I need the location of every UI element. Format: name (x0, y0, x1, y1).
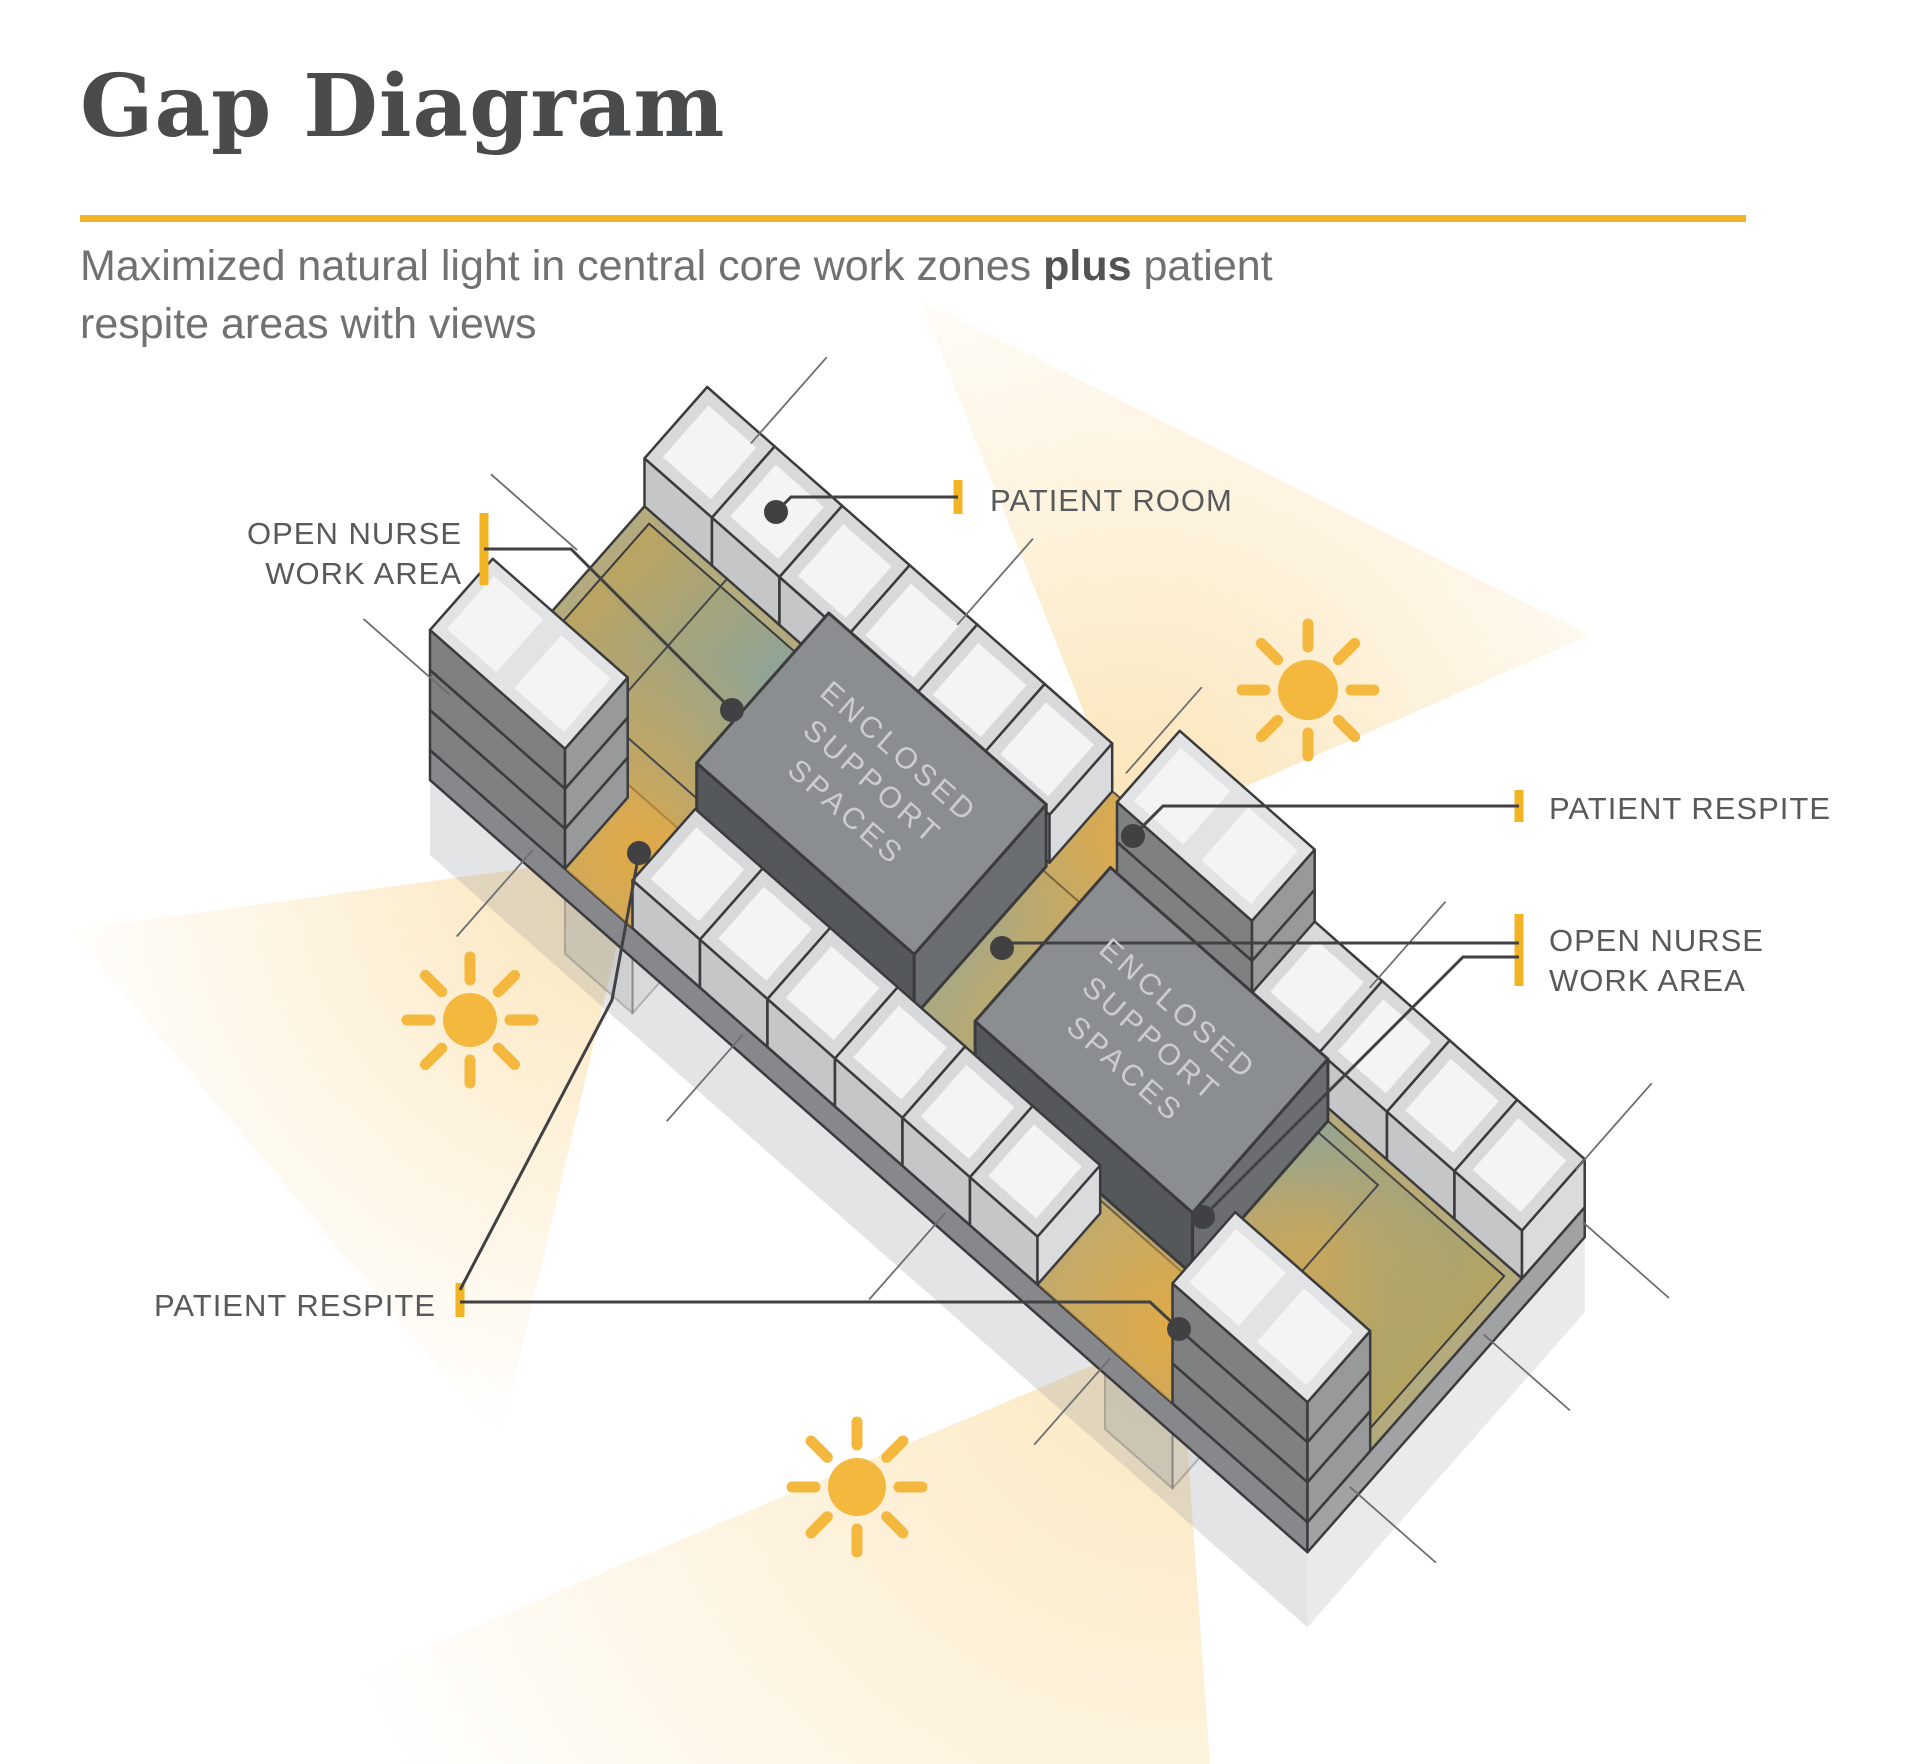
sun-icon (1278, 660, 1338, 720)
patient-room-floor (853, 1005, 947, 1100)
context-line (1349, 1486, 1437, 1564)
context-line (750, 356, 828, 445)
sun-ray (805, 1435, 833, 1463)
context-line (1125, 686, 1203, 775)
patient-room-floor (865, 583, 959, 678)
sunlight-beam (150, 1329, 1210, 1764)
leader-line (458, 852, 641, 1291)
patient-room-floor (1337, 999, 1432, 1094)
patient-room-floor (988, 1124, 1082, 1219)
tower-room-floor (514, 635, 611, 732)
context-line (1033, 1357, 1111, 1446)
sun-ray (1332, 714, 1361, 743)
patient-room-floor (650, 827, 745, 922)
tower-room-floor (446, 575, 544, 673)
leader-dot (720, 698, 744, 722)
context-line (362, 618, 451, 696)
context-line (456, 849, 534, 938)
context-line (956, 538, 1034, 626)
sunlight-beam (920, 300, 1590, 836)
sun-ray (1255, 637, 1284, 666)
patient-room-floor (1000, 702, 1094, 797)
leader-line (460, 1300, 1181, 1331)
sun-ray (805, 1511, 833, 1539)
sun-ray (1255, 714, 1284, 743)
sun-ray (492, 969, 521, 998)
sun-ray (419, 1042, 448, 1071)
sun-icon (828, 1458, 886, 1516)
patient-room-floor (1270, 939, 1364, 1034)
patient-room-floor (662, 405, 757, 500)
leader-line (484, 547, 734, 712)
leader-dot (1121, 824, 1145, 848)
sun-ray (881, 1435, 909, 1463)
sun-ray (419, 969, 448, 998)
leader-line (1131, 804, 1519, 838)
context-line (1368, 901, 1447, 989)
context-line (1582, 1221, 1670, 1299)
leader-dot (764, 500, 788, 524)
patient-room-floor (1405, 1058, 1499, 1153)
tower-room-floor (1256, 1288, 1354, 1386)
leader-dot (990, 936, 1014, 960)
leader-line (1201, 955, 1519, 1219)
patient-room-floor (718, 886, 812, 981)
sun-ray (881, 1511, 909, 1539)
enclosed-support-box-top-face (695, 611, 1048, 956)
tower-room-floor (1133, 747, 1231, 845)
patient-room-floor (785, 946, 880, 1041)
sun-ray (492, 1042, 521, 1071)
leader-dot (627, 841, 651, 865)
patient-room-floor (1472, 1118, 1567, 1213)
context-line (1483, 1333, 1571, 1412)
enclosed-support-box-top-face (973, 866, 1330, 1215)
tower-room-floor (1201, 807, 1298, 904)
patient-room-floor (920, 1064, 1015, 1159)
tower-room-floor (1189, 1229, 1286, 1326)
ghost-lower-floor (430, 780, 1308, 1628)
sunlight-beam (70, 853, 639, 1440)
ghost-lower-floor (1307, 1237, 1585, 1628)
patient-room-floor (797, 524, 892, 619)
context-line (1575, 1082, 1653, 1171)
sun-ray (1332, 637, 1361, 666)
patient-room-floor (932, 642, 1027, 737)
sun-icon (443, 993, 497, 1047)
context-line (868, 1212, 946, 1301)
context-line (666, 1034, 744, 1122)
leader-dot (1191, 1205, 1215, 1229)
context-line (490, 473, 578, 551)
leader-dot (1167, 1317, 1191, 1341)
